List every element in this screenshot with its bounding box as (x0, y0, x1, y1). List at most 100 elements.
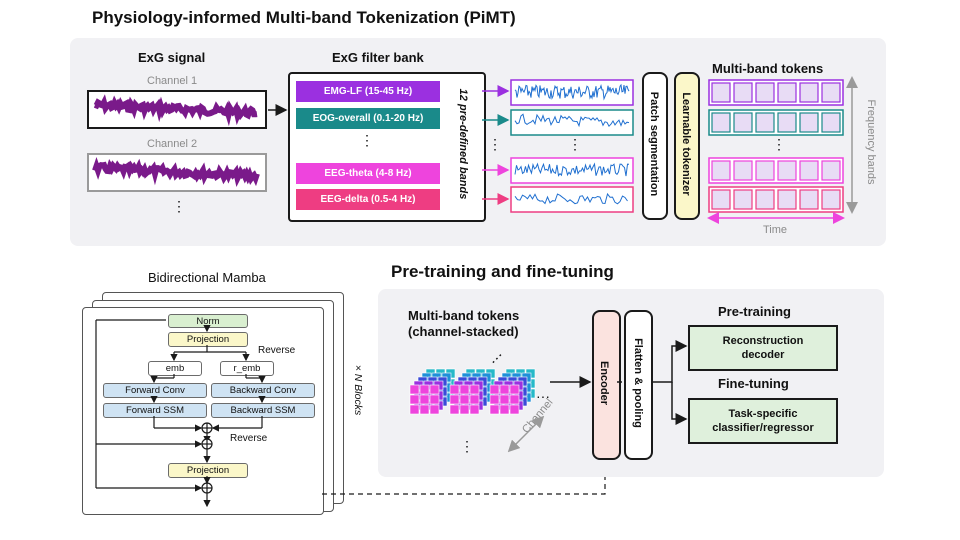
token-cube (449, 394, 460, 405)
token-cube (489, 394, 500, 405)
token-cell (711, 189, 731, 210)
token-cube (509, 404, 520, 415)
token-row (708, 109, 844, 136)
token-cube (459, 394, 470, 405)
stack-ellipsis-right: ··· (536, 388, 550, 404)
token-cube (429, 404, 440, 415)
eog-wave (514, 113, 630, 128)
token-cell (821, 82, 841, 103)
token-cell (777, 82, 797, 103)
band-eeg-delta: EEG-delta (0.5-4 Hz) (296, 189, 440, 210)
token-cube (499, 394, 510, 405)
token-cell (755, 82, 775, 103)
theta-wave (514, 162, 630, 177)
emg-wave (514, 83, 630, 101)
time-label: Time (763, 224, 788, 236)
flatten-pooling-box (624, 310, 653, 460)
recon-line2: decoder (741, 349, 785, 361)
token-cube (409, 394, 420, 405)
token-cube (489, 404, 500, 415)
mb-tokens-line2: (channel-stacked) (408, 324, 519, 339)
token-cell (711, 82, 731, 103)
token-cell (733, 189, 753, 210)
band-ellipsis: ⋮ (360, 132, 374, 148)
token-cell (733, 160, 753, 181)
emb-block: emb (148, 361, 202, 376)
task-classifier-box: Task-specific classifier/regressor (688, 398, 838, 444)
token-cubes (409, 368, 536, 415)
token-ellipsis: ⋮ (772, 136, 786, 152)
token-cube (489, 384, 500, 395)
token-cube (509, 394, 520, 405)
eog-wave-box (510, 109, 634, 136)
encoder-box (592, 310, 621, 460)
token-cell (733, 112, 753, 133)
task-line1: Task-specific (728, 408, 798, 420)
token-cell (711, 160, 731, 181)
token-row (708, 157, 844, 184)
channel-ellipsis: ⋮ (172, 198, 186, 214)
band-emg-lf: EMG-LF (15-45 Hz) (296, 81, 440, 102)
token-cube (449, 384, 460, 395)
to-decoder-arrow (651, 340, 688, 383)
arrow-ellipsis: ⋮ (488, 136, 502, 152)
r-emb-block: r_emb (220, 361, 274, 376)
token-cell (777, 189, 797, 210)
token-cube (449, 404, 460, 415)
token-cube (469, 404, 480, 415)
token-cell (711, 112, 731, 133)
token-cell (799, 112, 819, 133)
delta-wave-box (510, 186, 634, 213)
pimt-title: Physiology-informed Multi-band Tokenizat… (92, 8, 516, 27)
delta-wave (514, 192, 628, 205)
token-cube (499, 384, 510, 395)
token-cube (509, 384, 520, 395)
token-cube (459, 404, 470, 415)
mb-tokens-line1: Multi-band tokens (408, 308, 520, 323)
token-cell (821, 112, 841, 133)
token-cell (799, 82, 819, 103)
token-cube (409, 404, 420, 415)
wave-ellipsis: ⋮ (568, 136, 582, 152)
reverse-label-top: Reverse (258, 345, 296, 356)
token-cell (755, 189, 775, 210)
learnable-tokenizer-box (674, 72, 700, 220)
channel-axis-arrow (507, 415, 545, 453)
token-cell (755, 112, 775, 133)
token-cell (799, 160, 819, 181)
token-cell (821, 160, 841, 181)
channel1-signal (93, 94, 258, 127)
token-cube (419, 404, 430, 415)
mamba-title: Bidirectional Mamba (148, 270, 266, 285)
task-line2: classifier/regressor (712, 422, 814, 434)
pt-title: Pre-training and fine-tuning (391, 262, 614, 281)
token-cube (459, 384, 470, 395)
token-cell (821, 189, 841, 210)
token-cube (499, 404, 510, 415)
stack-ellipsis-bottom: ⋮ (460, 438, 474, 454)
backward-ssm-block: Backward SSM (211, 403, 315, 418)
recon-line1: Reconstruction (722, 335, 804, 347)
finetuning-label: Fine-tuning (718, 376, 789, 391)
projection-block-top: Projection (168, 332, 248, 347)
forward-ssm-block: Forward SSM (103, 403, 207, 418)
token-cube (419, 394, 430, 405)
band-eog-overall: EOG-overall (0.1-20 Hz) (296, 108, 440, 129)
band-eeg-theta: EEG-theta (4-8 Hz) (296, 163, 440, 184)
token-cell (777, 160, 797, 181)
token-cube (419, 384, 430, 395)
pretraining-label: Pre-training (718, 304, 791, 319)
reconstruction-decoder-box: Reconstruction decoder (688, 325, 838, 371)
channel2-signal (92, 156, 260, 188)
channel2-label: Channel 2 (147, 138, 198, 150)
channel1-label: Channel 1 (147, 75, 198, 87)
token-cube (469, 384, 480, 395)
patch-segmentation-box (642, 72, 668, 220)
token-cell (733, 82, 753, 103)
token-cube (409, 384, 420, 395)
token-grid (708, 79, 844, 213)
reverse-label-bottom: Reverse (230, 433, 268, 444)
